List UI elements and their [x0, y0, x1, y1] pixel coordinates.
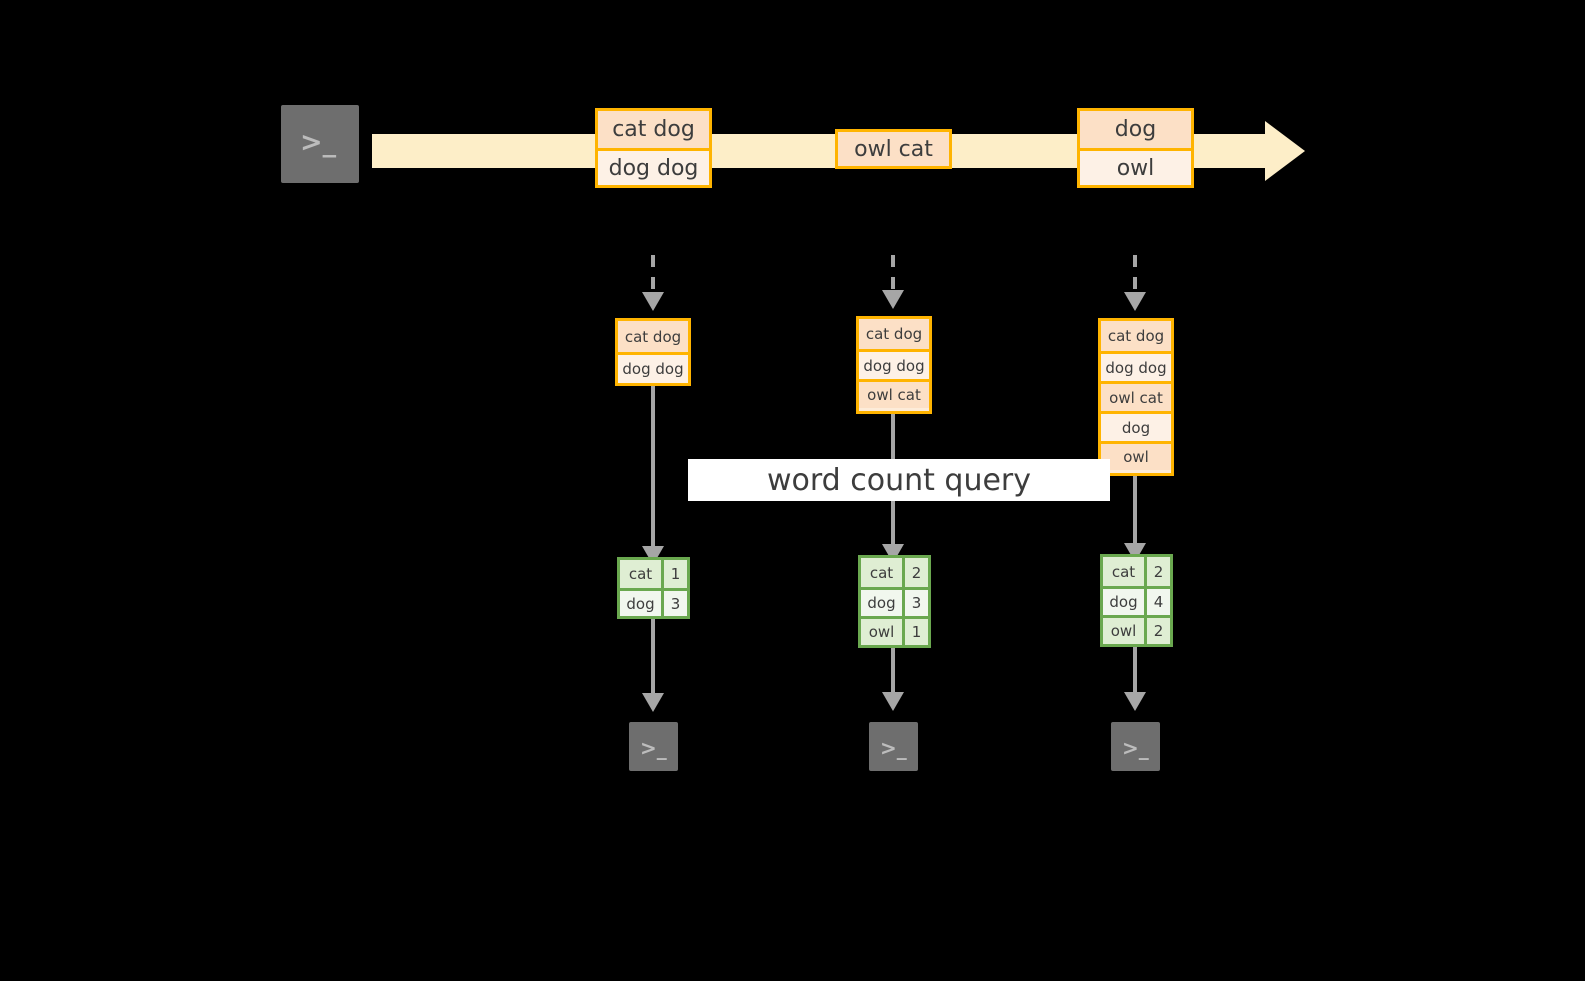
- stream-event-line: owl cat: [838, 132, 949, 166]
- word-cell: cat: [1103, 557, 1147, 586]
- word-count-result-table: cat 2 dog 4 owl 2: [1100, 554, 1173, 647]
- snapshot-tap-arrow-head: [882, 290, 904, 309]
- sink-arrow-head: [642, 693, 664, 712]
- count-cell: 1: [664, 560, 687, 588]
- sink-arrow-head: [1124, 692, 1146, 711]
- table-row: owl 2: [1103, 615, 1170, 644]
- terminal-screen: [1111, 722, 1160, 771]
- accumulated-line: cat dog: [1101, 321, 1171, 351]
- accumulated-lines-box: cat dog dog dog: [615, 318, 691, 386]
- accumulated-line: dog dog: [618, 352, 688, 383]
- stream-event-line: dog: [1080, 111, 1191, 148]
- accumulated-line: owl: [1101, 441, 1171, 470]
- stream-event-box: cat dog dog dog: [595, 108, 712, 188]
- count-cell: 3: [664, 591, 687, 616]
- table-row: cat 2: [861, 558, 928, 587]
- terminal-prompt-glyph: >_: [300, 127, 337, 158]
- sink-terminal-icon: >_: [620, 713, 687, 780]
- accumulated-line: owl cat: [1101, 381, 1171, 411]
- stream-event-box: dog owl: [1077, 108, 1194, 188]
- query-arrow-line: [1133, 476, 1137, 554]
- query-label-banner: word count query: [688, 459, 1110, 501]
- accumulated-line: dog dog: [859, 349, 929, 379]
- snapshot-tap-arrow-head: [1124, 292, 1146, 311]
- stream-event-line: dog dog: [598, 148, 709, 185]
- snapshot-tap-arrow-head: [642, 292, 664, 311]
- word-count-result-table: cat 1 dog 3: [617, 557, 690, 619]
- stream-arrow-right-icon: [1265, 121, 1305, 181]
- table-row: cat 1: [620, 560, 687, 588]
- sink-terminal-icon: >_: [860, 713, 927, 780]
- word-count-result-table: cat 2 dog 3 owl 1: [858, 555, 931, 648]
- terminal-prompt-glyph: >_: [640, 736, 667, 760]
- word-cell: dog: [1103, 589, 1147, 615]
- count-cell: 4: [1147, 589, 1170, 615]
- table-row: dog 3: [620, 588, 687, 616]
- accumulated-line: dog: [1101, 411, 1171, 441]
- terminal-screen: [629, 722, 678, 771]
- snapshot-tap-arrow-line: [891, 255, 895, 291]
- count-cell: 1: [905, 619, 928, 645]
- sink-arrow-head: [882, 692, 904, 711]
- query-label-text: word count query: [766, 462, 1032, 498]
- count-cell: 2: [905, 558, 928, 587]
- accumulated-lines-box: cat dog dog dog owl cat: [856, 316, 932, 414]
- accumulated-line: cat dog: [618, 321, 688, 352]
- word-cell: cat: [861, 558, 905, 587]
- word-cell: dog: [620, 591, 664, 616]
- snapshot-tap-arrow-line: [1133, 255, 1137, 293]
- count-cell: 2: [1147, 618, 1170, 644]
- accumulated-line: owl cat: [859, 379, 929, 408]
- sink-arrow-line: [891, 648, 895, 693]
- accumulated-line: cat dog: [859, 319, 929, 349]
- word-cell: dog: [861, 590, 905, 616]
- word-cell: owl: [1103, 618, 1147, 644]
- terminal-prompt-glyph: >_: [880, 736, 907, 760]
- stream-event-line: owl: [1080, 148, 1191, 185]
- table-row: dog 4: [1103, 586, 1170, 615]
- sink-arrow-line: [1133, 647, 1137, 693]
- word-cell: owl: [861, 619, 905, 645]
- count-cell: 2: [1147, 557, 1170, 586]
- accumulated-line: dog dog: [1101, 351, 1171, 381]
- terminal-screen: [281, 105, 359, 183]
- terminal-screen: [869, 722, 918, 771]
- terminal-prompt-glyph: >_: [1122, 736, 1149, 760]
- table-row: dog 3: [861, 587, 928, 616]
- snapshot-tap-arrow-line: [651, 255, 655, 293]
- source-terminal-icon: >_: [272, 96, 368, 192]
- accumulated-lines-box: cat dog dog dog owl cat dog owl: [1098, 318, 1174, 476]
- sink-arrow-line: [651, 619, 655, 693]
- stream-event-line: cat dog: [598, 111, 709, 148]
- sink-terminal-icon: >_: [1102, 713, 1169, 780]
- count-cell: 3: [905, 590, 928, 616]
- stream-event-box: owl cat: [835, 129, 952, 169]
- word-cell: cat: [620, 560, 664, 588]
- table-row: cat 2: [1103, 557, 1170, 586]
- table-row: owl 1: [861, 616, 928, 645]
- query-arrow-line: [651, 386, 655, 556]
